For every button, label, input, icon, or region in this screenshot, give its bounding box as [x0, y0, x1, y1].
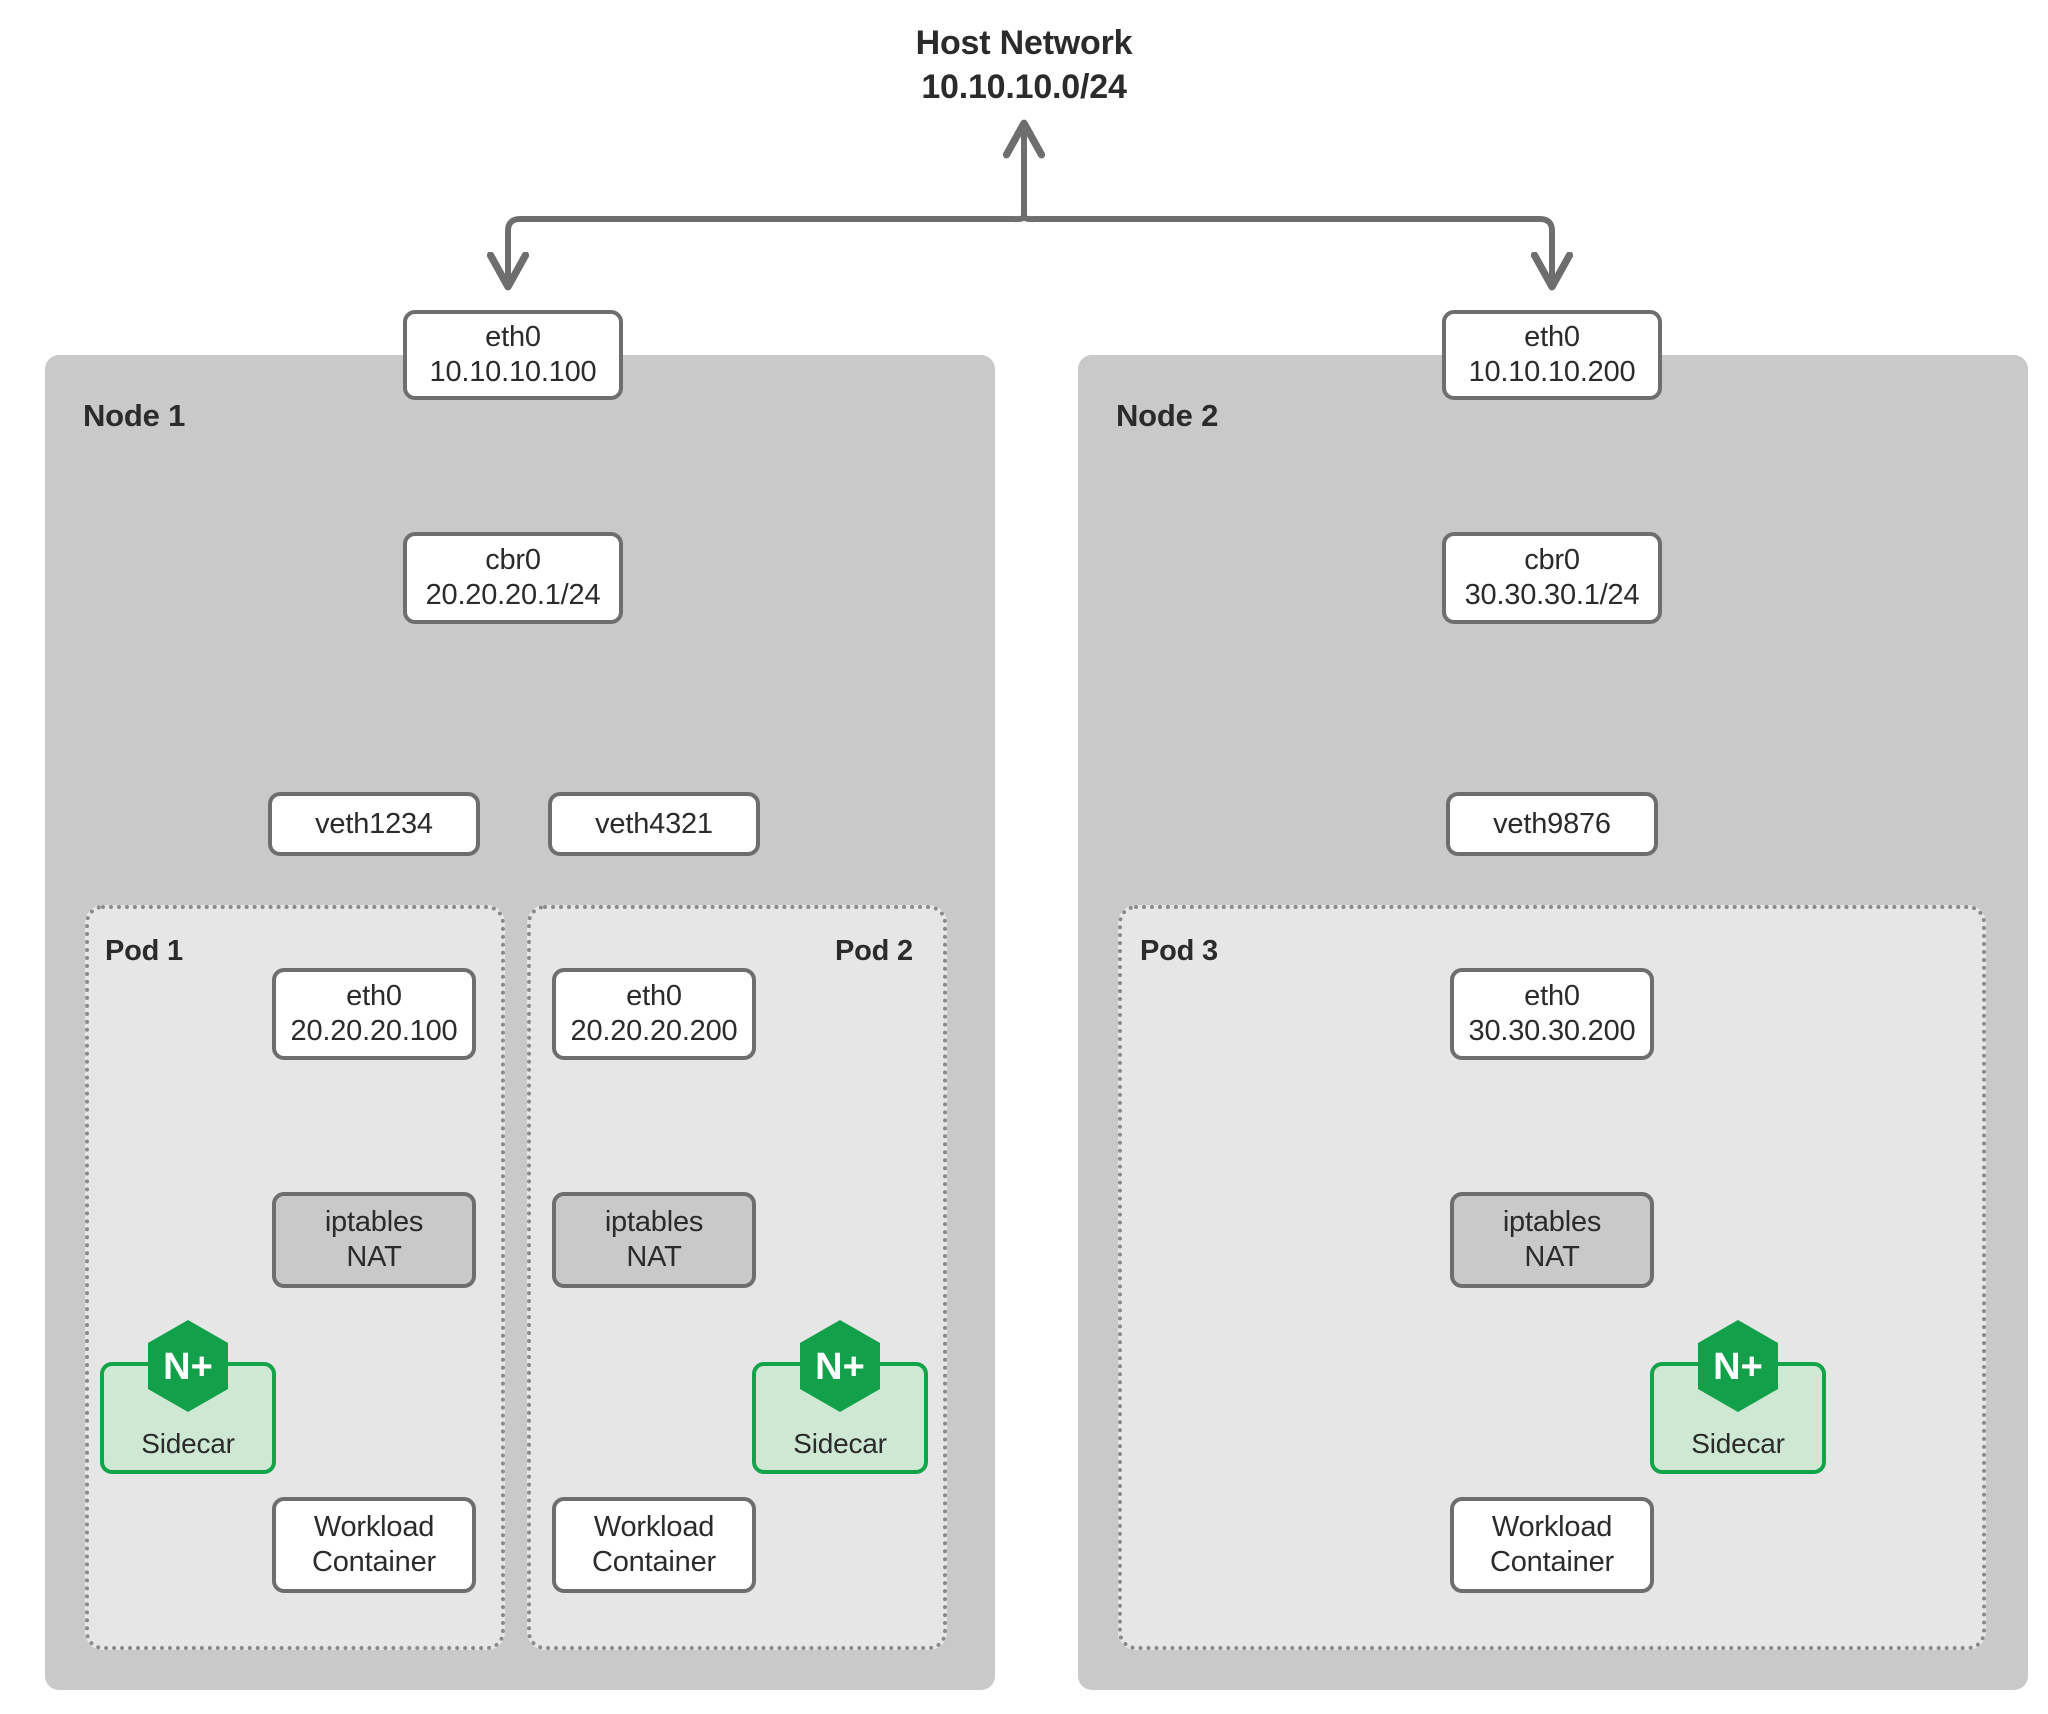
svg-text:N+: N+: [1713, 1346, 1763, 1388]
node-1-veth-1[interactable]: veth1234: [268, 792, 480, 856]
node-1-host-nic[interactable]: eth0 10.10.10.100: [403, 310, 623, 400]
node-2-host-nic-name: eth0: [1524, 321, 1580, 354]
pod-1-nat-line2: NAT: [346, 1241, 402, 1273]
pod-1-eth0-ip: 20.20.20.100: [290, 1015, 458, 1047]
node-1-veth-2[interactable]: veth4321: [548, 792, 760, 856]
pod-1-eth0-name: eth0: [346, 980, 402, 1013]
pod-1-workload-line2: Container: [312, 1546, 436, 1578]
node-2-host-nic[interactable]: eth0 10.10.10.200: [1442, 310, 1662, 400]
pod-1-label: Pod 1: [105, 935, 183, 967]
node-2-bridge-name: cbr0: [1524, 544, 1580, 577]
page-title: Host Network 10.10.10.0/24: [824, 22, 1224, 109]
pod-1-workload-line1: Workload: [313, 1511, 435, 1544]
pod-2-label: Pod 2: [835, 935, 913, 967]
node-1-host-nic-ip: 10.10.10.100: [429, 356, 597, 388]
node-1-veth-2-label: veth4321: [595, 807, 713, 840]
node-2-host-nic-ip: 10.10.10.200: [1468, 356, 1636, 388]
pod-1-iptables-nat[interactable]: iptables NAT: [272, 1192, 476, 1288]
node-2-veth-1[interactable]: veth9876: [1446, 792, 1658, 856]
pod-1-workload-container[interactable]: Workload Container: [272, 1497, 476, 1593]
pod-3-eth0-name: eth0: [1524, 980, 1580, 1013]
pod-3-eth0[interactable]: eth0 30.30.30.200: [1450, 968, 1654, 1060]
host-network-name: Host Network: [915, 24, 1133, 62]
pod-2-nat-line2: NAT: [626, 1241, 682, 1273]
pod-3-workload-line1: Workload: [1491, 1511, 1613, 1544]
pod-3-label: Pod 3: [1140, 935, 1218, 967]
node-2-veth-1-label: veth9876: [1493, 807, 1611, 840]
pod-1-nat-line1: iptables: [324, 1206, 424, 1239]
pod-1-sidecar-nginx-plus-icon: N+: [145, 1318, 231, 1414]
node-1-label: Node 1: [83, 398, 186, 433]
pod-2-eth0[interactable]: eth0 20.20.20.200: [552, 968, 756, 1060]
node-1-bridge-name: cbr0: [485, 544, 541, 577]
pod-2-workload-line2: Container: [592, 1546, 716, 1578]
pod-3-workload-line2: Container: [1490, 1546, 1614, 1578]
pod-2-workload-line1: Workload: [593, 1511, 715, 1544]
node-2-label: Node 2: [1116, 398, 1219, 433]
pod-2-sidecar-nginx-plus-icon: N+: [797, 1318, 883, 1414]
pod-2-workload-container[interactable]: Workload Container: [552, 1497, 756, 1593]
pod-3-eth0-ip: 30.30.30.200: [1468, 1015, 1636, 1047]
pod-3-sidecar-label: Sidecar: [1691, 1428, 1785, 1459]
node-2-bridge-cidr: 30.30.30.1/24: [1464, 579, 1640, 611]
pod-3-workload-container[interactable]: Workload Container: [1450, 1497, 1654, 1593]
pod-1-sidecar-label: Sidecar: [141, 1428, 235, 1459]
node-1-veth-1-label: veth1234: [315, 807, 433, 840]
host-network-cidr: 10.10.10.0/24: [921, 67, 1127, 106]
node-1-host-nic-name: eth0: [485, 321, 541, 354]
pod-2-eth0-ip: 20.20.20.200: [570, 1015, 738, 1047]
node-2-bridge[interactable]: cbr0 30.30.30.1/24: [1442, 532, 1662, 624]
pod-2-iptables-nat[interactable]: iptables NAT: [552, 1192, 756, 1288]
svg-text:N+: N+: [163, 1346, 213, 1388]
svg-text:N+: N+: [815, 1346, 865, 1388]
pod-3-iptables-nat[interactable]: iptables NAT: [1450, 1192, 1654, 1288]
pod-2-nat-line1: iptables: [604, 1206, 704, 1239]
pod-3-nat-line2: NAT: [1524, 1241, 1580, 1273]
pod-3-sidecar-nginx-plus-icon: N+: [1695, 1318, 1781, 1414]
pod-2-eth0-name: eth0: [626, 980, 682, 1013]
pod-3-nat-line1: iptables: [1502, 1206, 1602, 1239]
node-1-bridge[interactable]: cbr0 20.20.20.1/24: [403, 532, 623, 624]
node-1-bridge-cidr: 20.20.20.1/24: [425, 579, 601, 611]
pod-2-sidecar-label: Sidecar: [793, 1428, 887, 1459]
pod-1-eth0[interactable]: eth0 20.20.20.100: [272, 968, 476, 1060]
